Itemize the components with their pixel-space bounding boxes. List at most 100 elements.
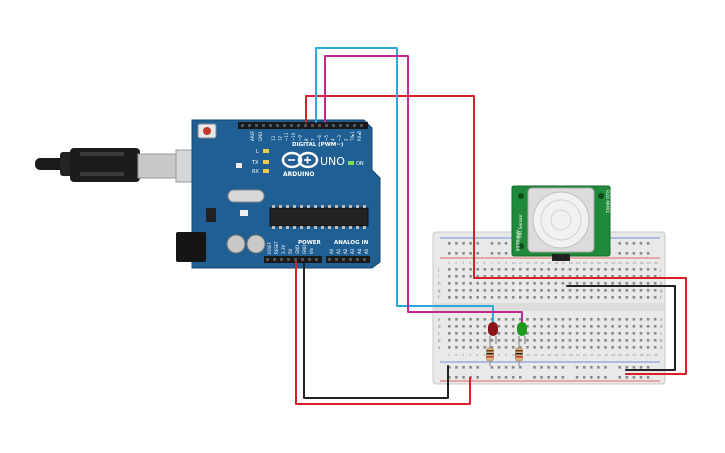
digital-pin-label-3: ~10 [291, 132, 296, 141]
column-label: 15 [547, 261, 551, 265]
row-label-left: h [438, 281, 441, 286]
column-label: 17 [562, 261, 566, 265]
column-label: 21 [590, 261, 594, 265]
column-label: 8 [498, 353, 500, 357]
wire-magenta-pin6-to-led[interactable] [324, 55, 523, 323]
column-label: 3 [462, 261, 464, 265]
column-label: 4 [469, 353, 471, 357]
wire-black-rail-link[interactable] [566, 285, 676, 371]
row-label-left: b [438, 338, 441, 343]
analog-pin-label-2: A2 [343, 248, 348, 254]
column-label: 17 [562, 353, 566, 357]
row-label-left: c [438, 331, 440, 336]
row-label-left: i [438, 274, 439, 279]
crystal [227, 189, 265, 203]
wire-black-gnd-to-breadboard[interactable] [303, 261, 449, 399]
model-label: UNO [320, 155, 345, 168]
power-header [264, 256, 322, 263]
power-jack [176, 232, 206, 262]
pir-label-bottom: AMMNI66 [514, 230, 520, 251]
column-label: 27 [633, 353, 637, 357]
power-pin-label-3: 5V [288, 248, 293, 254]
digital-pin-label-5: 8 [304, 138, 309, 141]
column-label: 2 [455, 261, 457, 265]
column-label: 8 [498, 261, 500, 265]
row-label-right: e [660, 317, 663, 322]
digital-pin-label-11: 2 [344, 138, 349, 141]
label-led-rx: RX [252, 169, 259, 175]
column-label: 4 [469, 261, 471, 265]
column-label: 22 [597, 353, 601, 357]
column-label: 12 [526, 261, 530, 265]
wire-red-pin8-to-breadboard[interactable] [305, 95, 687, 375]
column-label: 1 [448, 353, 450, 357]
column-label: 15 [547, 353, 551, 357]
power-header-label: POWER [298, 240, 322, 246]
brand-label: ARDUINO [283, 171, 314, 178]
row-label-left: f [438, 295, 440, 300]
label-led-l: L [256, 149, 259, 155]
column-label: 27 [633, 261, 637, 265]
column-label: 6 [484, 353, 486, 357]
row-label-left: j [437, 267, 439, 272]
wire-cyan-pin7-to-led[interactable] [315, 47, 494, 323]
digital-pin-label-9: 4 [330, 138, 335, 141]
digital-pin-label-12: TX▸1 [350, 131, 355, 142]
label-led-on: ON [356, 161, 364, 167]
row-label-right: j [659, 267, 661, 272]
digital-header [238, 122, 368, 129]
row-label-left: a [438, 345, 441, 350]
analog-pin-label-1: A1 [336, 248, 341, 254]
column-label: 7 [491, 261, 493, 265]
column-label: 16 [555, 353, 559, 357]
column-label: 18 [569, 261, 573, 265]
digital-pin-label-13: RX◂0 [357, 130, 362, 141]
row-label-left: d [438, 324, 441, 329]
arduino-logo [281, 151, 319, 169]
power-pin-label-6: Vin [309, 247, 314, 254]
pir-sensor[interactable]: PIR Sensor AMMNI66 R20 MRR1 [511, 185, 611, 261]
row-label-right: h [660, 281, 663, 286]
column-label: 26 [626, 353, 630, 357]
analog-pin-label-3: A3 [350, 248, 355, 254]
power-pin-label-4: GND [295, 245, 300, 254]
column-label: 24 [611, 353, 615, 357]
row-label-right: b [660, 338, 663, 343]
resistor-green-led[interactable] [515, 342, 523, 366]
digital-header-label: DIGITAL (PWM~) [292, 142, 344, 148]
wires[interactable] [295, 47, 687, 405]
digital-pin-label-0: 13 [271, 135, 276, 141]
row-label-right: i [660, 274, 661, 279]
power-pin-label-5: GND [302, 245, 307, 254]
row-label-left: e [438, 317, 441, 322]
column-label: 28 [640, 353, 644, 357]
aref-label: AREF [250, 130, 255, 141]
wire-red-5v-to-breadboard[interactable] [295, 261, 471, 405]
power-pin-label-1: RESET [274, 241, 279, 254]
column-label: 23 [604, 261, 608, 265]
power-pin-label-2: 3.3V [281, 245, 286, 254]
digital-pin-label-6: 7 [311, 138, 316, 141]
column-label: 3 [462, 353, 464, 357]
column-label: 21 [590, 353, 594, 357]
column-label: 16 [555, 261, 559, 265]
row-label-right: f [660, 295, 662, 300]
column-label: 29 [647, 353, 651, 357]
row-label-right: a [660, 345, 663, 350]
label-led-tx: TX [251, 160, 259, 166]
pir-label-left: PIR Sensor [518, 214, 524, 238]
gnd-label: GND [258, 132, 263, 141]
digital-pin-label-8: ~5 [324, 135, 329, 141]
column-label: 30 [654, 353, 658, 357]
column-label: 2 [455, 353, 457, 357]
column-label: 1 [448, 261, 450, 265]
usb-cable[interactable] [35, 148, 201, 183]
column-label: 10 [512, 353, 516, 357]
column-label: 13 [533, 261, 537, 265]
column-label: 5 [476, 353, 478, 357]
column-label: 9 [505, 353, 507, 357]
column-label: 18 [569, 353, 573, 357]
arduino-board[interactable]: L TX RX ON ARDUINO UNO DIGITAL (PWM~) PO… [176, 119, 381, 269]
resistor-red-led[interactable] [486, 342, 494, 366]
column-label: 30 [654, 261, 658, 265]
